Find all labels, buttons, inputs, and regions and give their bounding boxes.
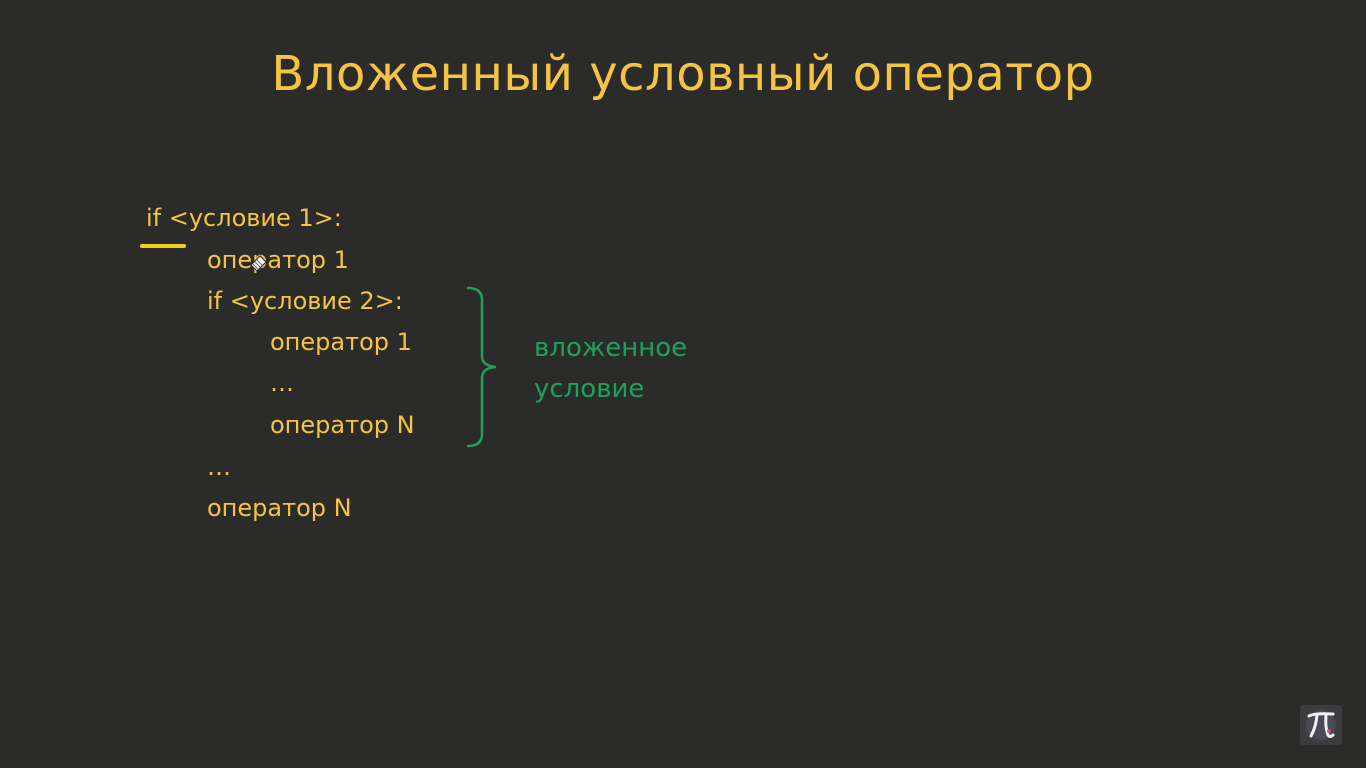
code-line-nested-operator-n: оператор N bbox=[270, 411, 415, 439]
curly-brace bbox=[466, 286, 497, 448]
code-line-if-condition-2: if <условие 2>: bbox=[207, 287, 403, 315]
code-line-operator-n: оператор N bbox=[207, 494, 352, 522]
pi-logo-icon bbox=[1300, 705, 1342, 745]
code-line-ellipsis: … bbox=[207, 453, 231, 481]
code-line-operator-1: оператор 1 bbox=[207, 246, 349, 274]
slide-title: Вложенный условный оператор bbox=[271, 46, 1095, 102]
highlight-underline bbox=[140, 244, 186, 248]
code-line-nested-operator-1: оператор 1 bbox=[270, 328, 412, 356]
annotation-nested: вложенное bbox=[534, 333, 688, 363]
pen-cursor-icon bbox=[250, 255, 267, 272]
code-line-nested-ellipsis: … bbox=[270, 369, 294, 397]
code-line-if-condition-1: if <условие 1>: bbox=[146, 204, 342, 232]
annotation-condition: условие bbox=[534, 374, 645, 404]
